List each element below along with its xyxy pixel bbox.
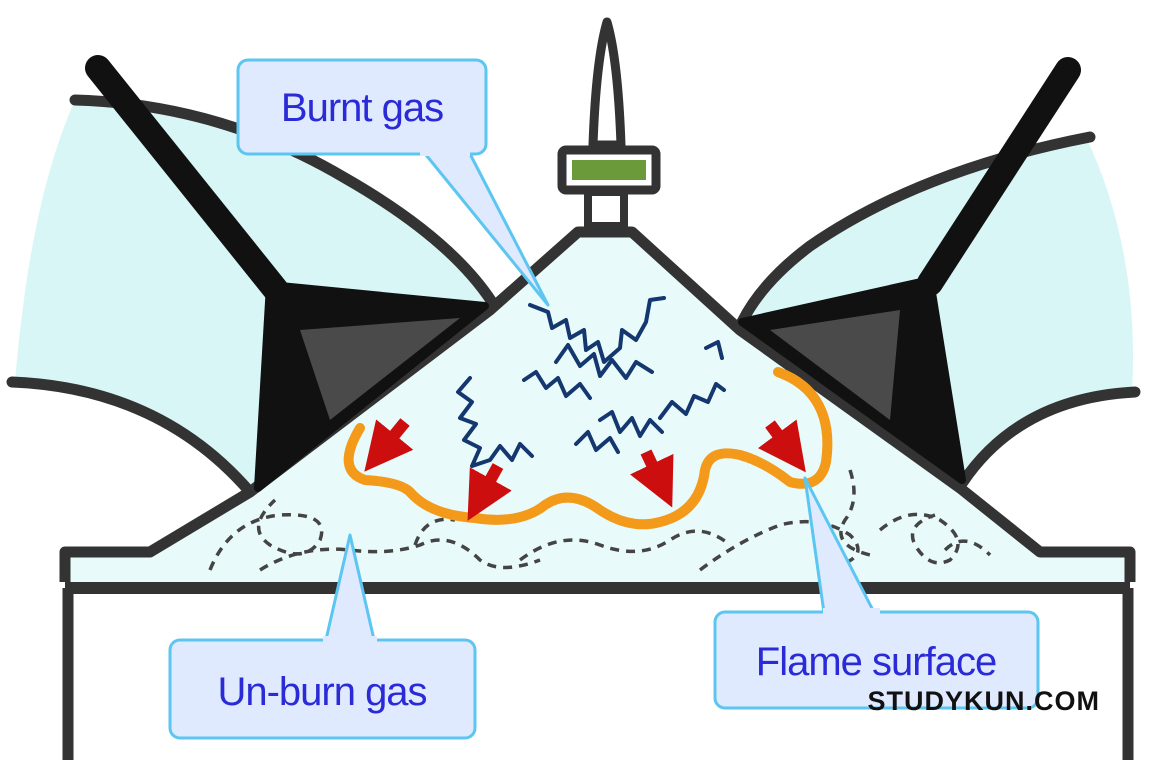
flame-propagation-arrows	[364, 418, 806, 521]
combustion-chamber	[65, 232, 1130, 582]
label-burnt-gas: Burnt gas	[281, 86, 443, 130]
arrow-3	[630, 449, 674, 508]
right-port-lower-wall	[957, 386, 1141, 488]
arrow-2	[467, 463, 512, 521]
arrow-4	[757, 419, 806, 473]
exhaust-valve	[738, 57, 1081, 484]
label-unburn-gas: Un-burn gas	[217, 670, 426, 714]
burnt-gas-swirls	[456, 296, 726, 468]
arrow-1	[364, 418, 414, 472]
flame-surface	[343, 367, 833, 530]
left-port-upper-wall	[69, 94, 498, 308]
callout-burnt-gas: Burnt gas	[236, 58, 550, 307]
spark-plug	[557, 17, 661, 230]
chamber-roof	[59, 226, 1136, 582]
label-flame-surface: Flame surface	[756, 640, 996, 684]
watermark: STUDYKUN.COM	[868, 686, 1101, 716]
callout-flame-surface: Flame surface	[713, 476, 1040, 710]
callout-unburn-gas: Un-burn gas	[168, 533, 477, 740]
unburnt-gas-swirls	[208, 469, 992, 572]
left-port-lower-wall	[6, 376, 256, 498]
intake-valve	[85, 55, 489, 492]
